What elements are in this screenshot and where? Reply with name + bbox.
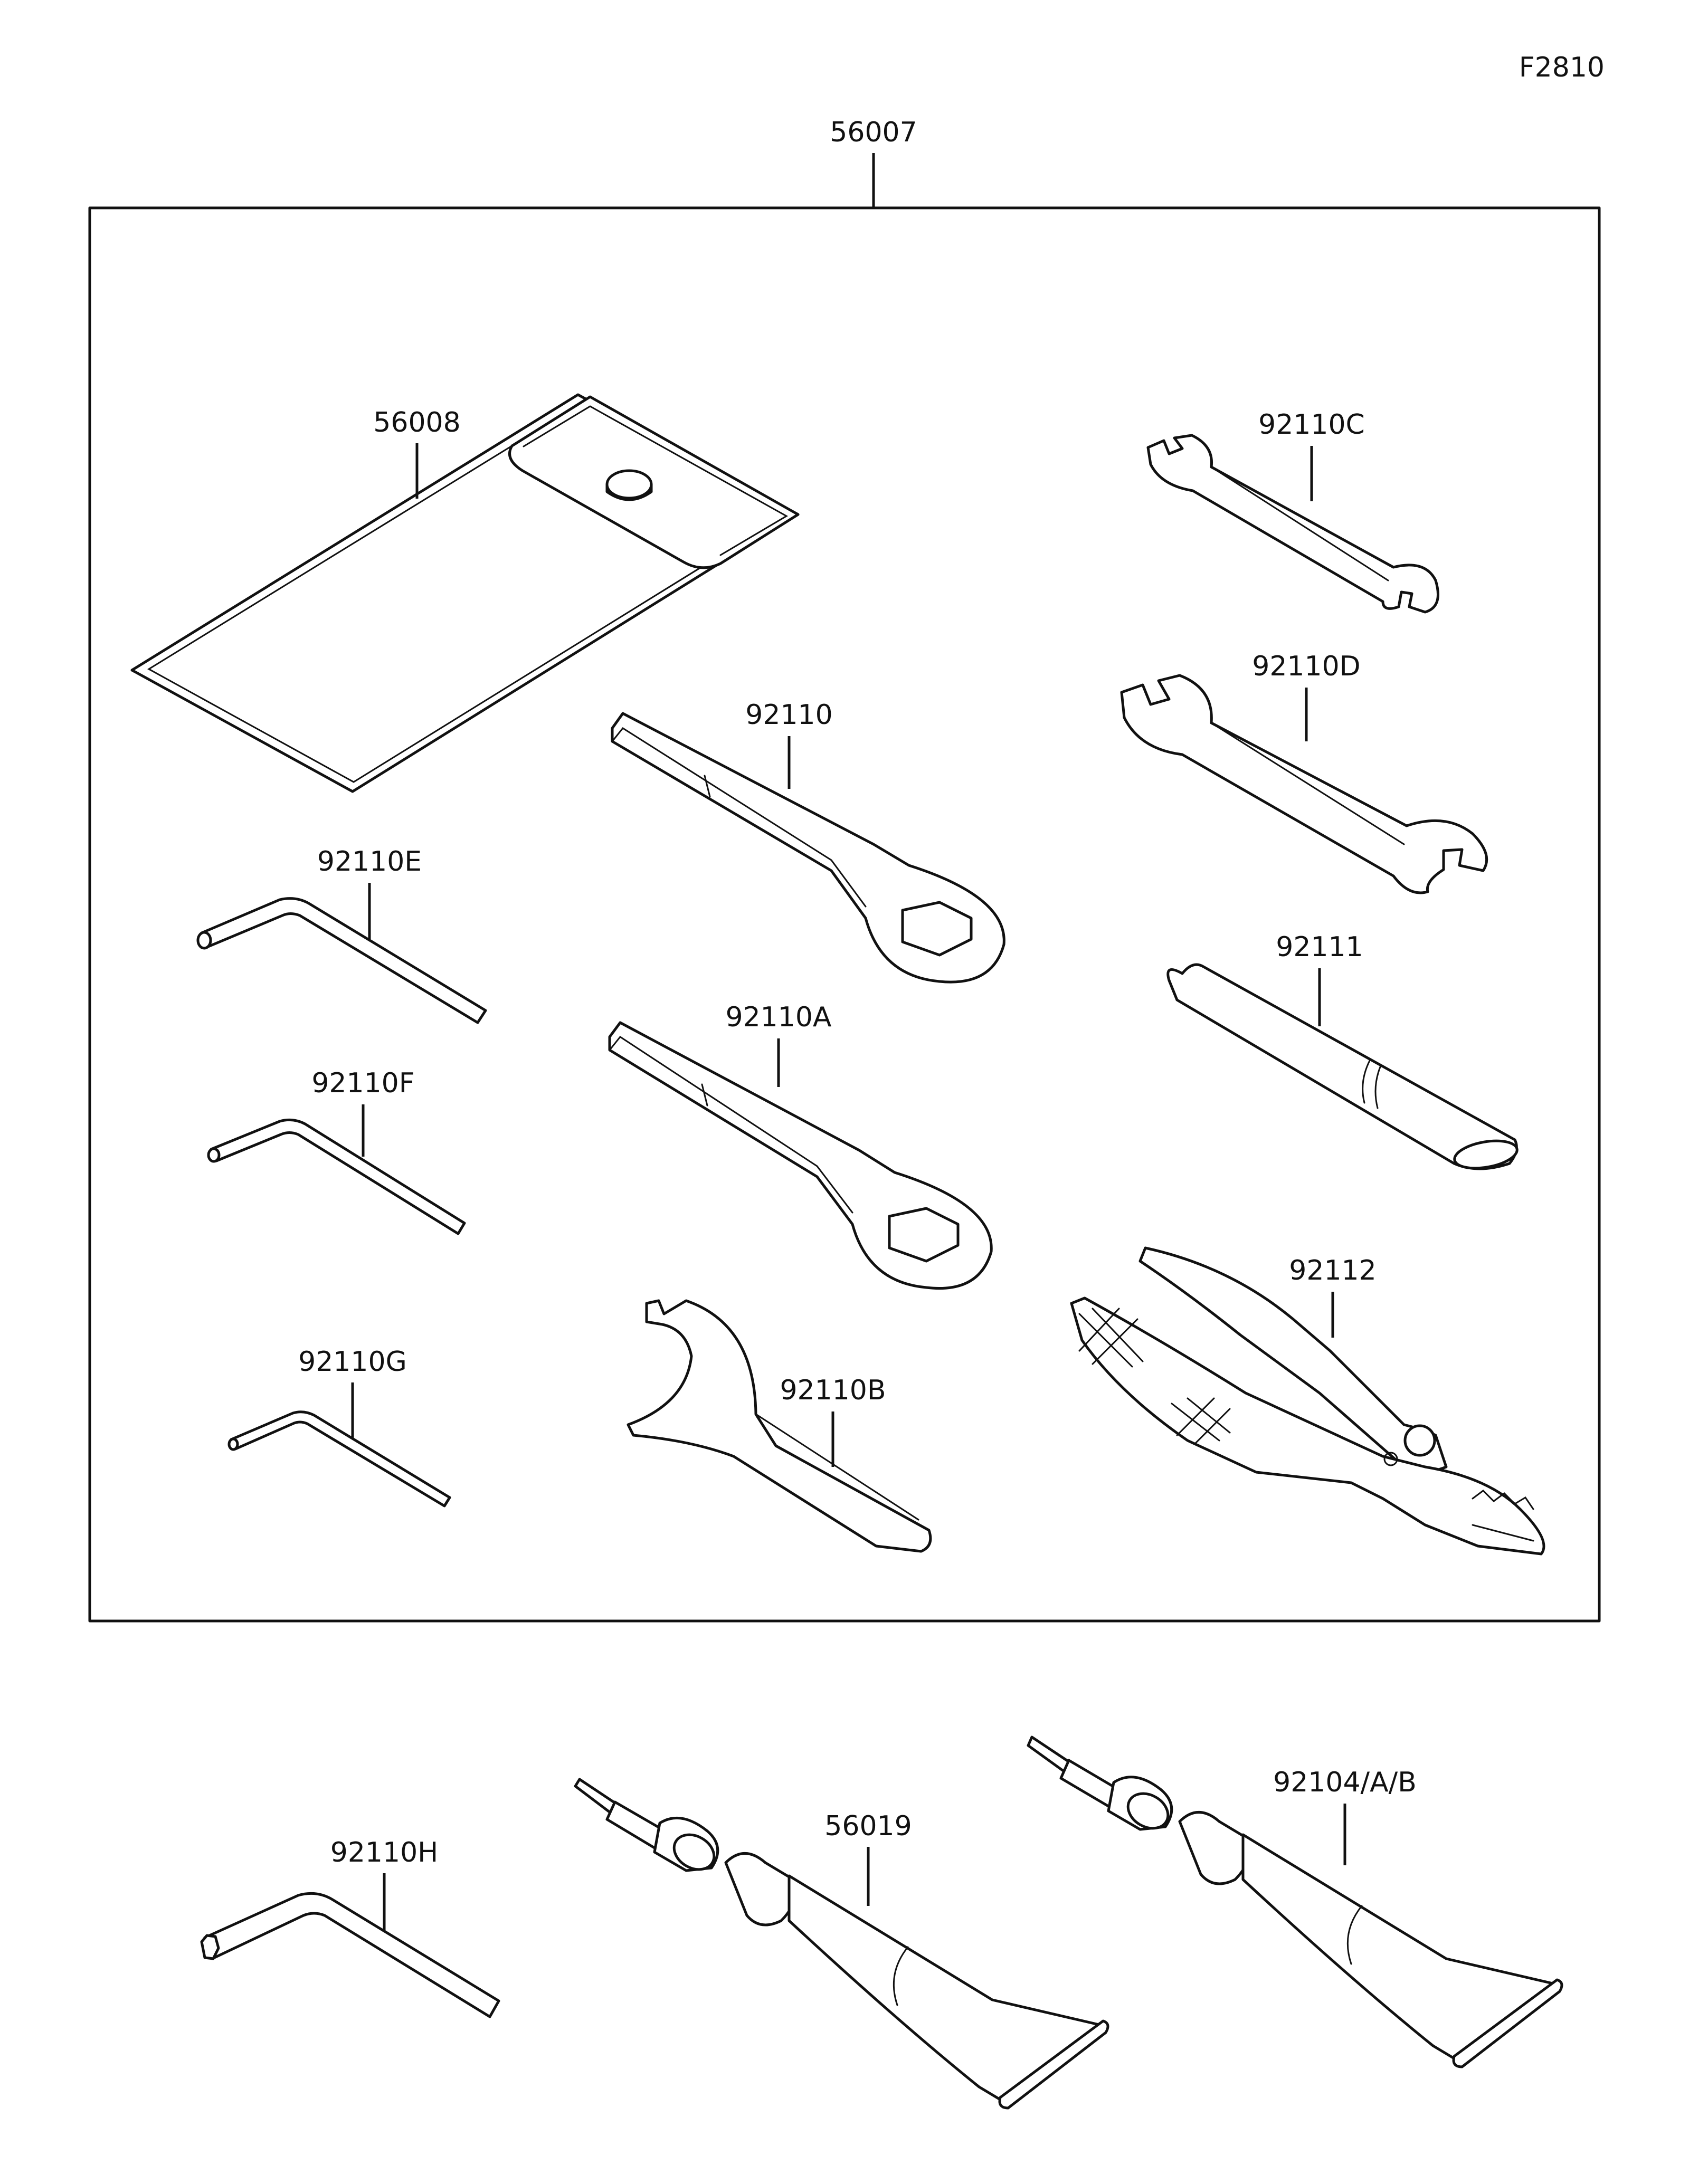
label-92110h[interactable]: 92110H: [330, 1837, 439, 1868]
label-56007[interactable]: 56007: [830, 117, 917, 148]
label-92110d[interactable]: 92110D: [1252, 651, 1360, 682]
label-56008[interactable]: 56008: [373, 407, 460, 438]
label-92110c[interactable]: 92110C: [1258, 409, 1365, 441]
hex-key-92110f[interactable]: [207, 1118, 466, 1235]
hex-key-92110e[interactable]: [196, 897, 487, 1024]
label-92104[interactable]: 92104/A/B: [1273, 1767, 1417, 1798]
label-92112[interactable]: 92112: [1289, 1255, 1376, 1286]
label-92110e[interactable]: 92110E: [317, 846, 422, 878]
pliers-92112[interactable]: [1070, 1246, 1545, 1556]
tool-kit-frame: [88, 206, 1601, 1623]
ring-wrench-92110[interactable]: [611, 712, 1005, 984]
hex-key-92110h[interactable]: [200, 1892, 500, 2018]
hook-wrench-92110b[interactable]: [627, 1299, 932, 1553]
figure-code: F2810: [1519, 52, 1605, 83]
tool-bag-56008[interactable]: [130, 393, 800, 793]
label-56019[interactable]: 56019: [824, 1810, 912, 1842]
open-wrench-92110c[interactable]: [1146, 434, 1439, 614]
label-92110a[interactable]: 92110A: [726, 1002, 832, 1033]
grease-tube-92104[interactable]: [1027, 1735, 1563, 2068]
hex-key-92110g[interactable]: [227, 1410, 451, 1508]
open-wrench-92110d[interactable]: [1120, 674, 1488, 894]
label-92111[interactable]: 92111: [1276, 931, 1363, 963]
ring-wrench-92110a[interactable]: [608, 1021, 993, 1290]
grease-tube-56019[interactable]: [574, 1778, 1109, 2110]
label-92110[interactable]: 92110: [745, 699, 832, 731]
label-92110g[interactable]: 92110G: [298, 1346, 407, 1378]
label-92110b[interactable]: 92110B: [780, 1375, 886, 1406]
tube-handle-92111[interactable]: [1166, 963, 1519, 1172]
label-92110f[interactable]: 92110F: [311, 1067, 414, 1099]
